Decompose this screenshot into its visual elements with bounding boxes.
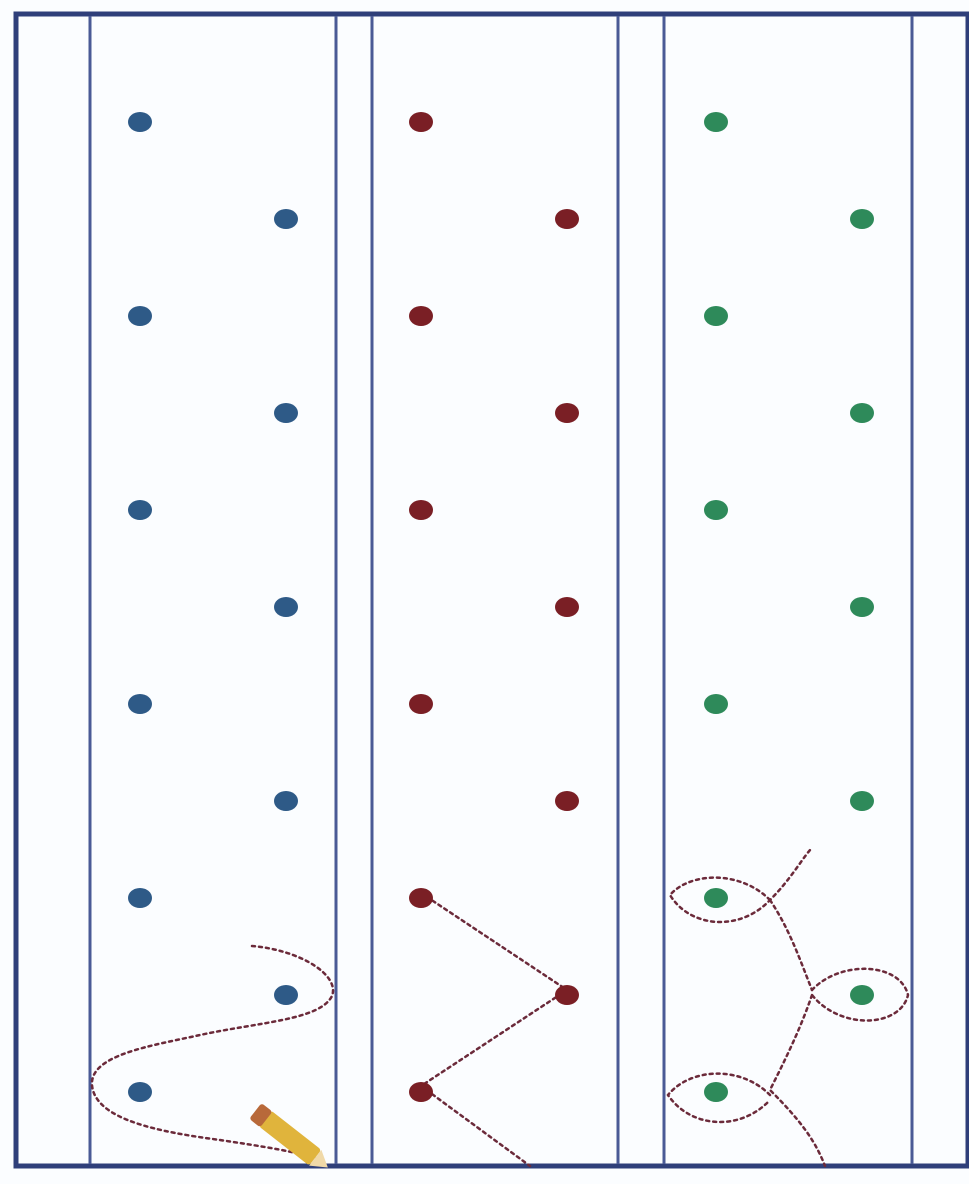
dot-blue <box>274 209 298 229</box>
dot-green <box>850 209 874 229</box>
dot-blue <box>128 500 152 520</box>
dot-green <box>704 112 728 132</box>
dot-red <box>409 306 433 326</box>
dot-red <box>409 694 433 714</box>
dot-blue <box>128 694 152 714</box>
dot-red <box>555 597 579 617</box>
dot-green <box>850 985 874 1005</box>
dot-red <box>409 500 433 520</box>
dot-red <box>409 1082 433 1102</box>
dot-red <box>409 112 433 132</box>
dot-red <box>555 209 579 229</box>
dot-green <box>850 403 874 423</box>
dot-red <box>555 403 579 423</box>
dot-red <box>555 791 579 811</box>
dot-blue <box>274 597 298 617</box>
dot-blue <box>128 1082 152 1102</box>
dot-green <box>704 1082 728 1102</box>
dot-green <box>704 306 728 326</box>
dot-blue <box>128 888 152 908</box>
dot-blue <box>128 306 152 326</box>
dot-green <box>850 597 874 617</box>
dot-green <box>850 791 874 811</box>
dot-red <box>555 985 579 1005</box>
dot-red <box>409 888 433 908</box>
dot-blue <box>274 403 298 423</box>
dot-blue <box>274 791 298 811</box>
dot-green <box>704 500 728 520</box>
dot-blue <box>128 112 152 132</box>
dot-blue <box>274 985 298 1005</box>
dot-green <box>704 694 728 714</box>
dot-green <box>704 888 728 908</box>
